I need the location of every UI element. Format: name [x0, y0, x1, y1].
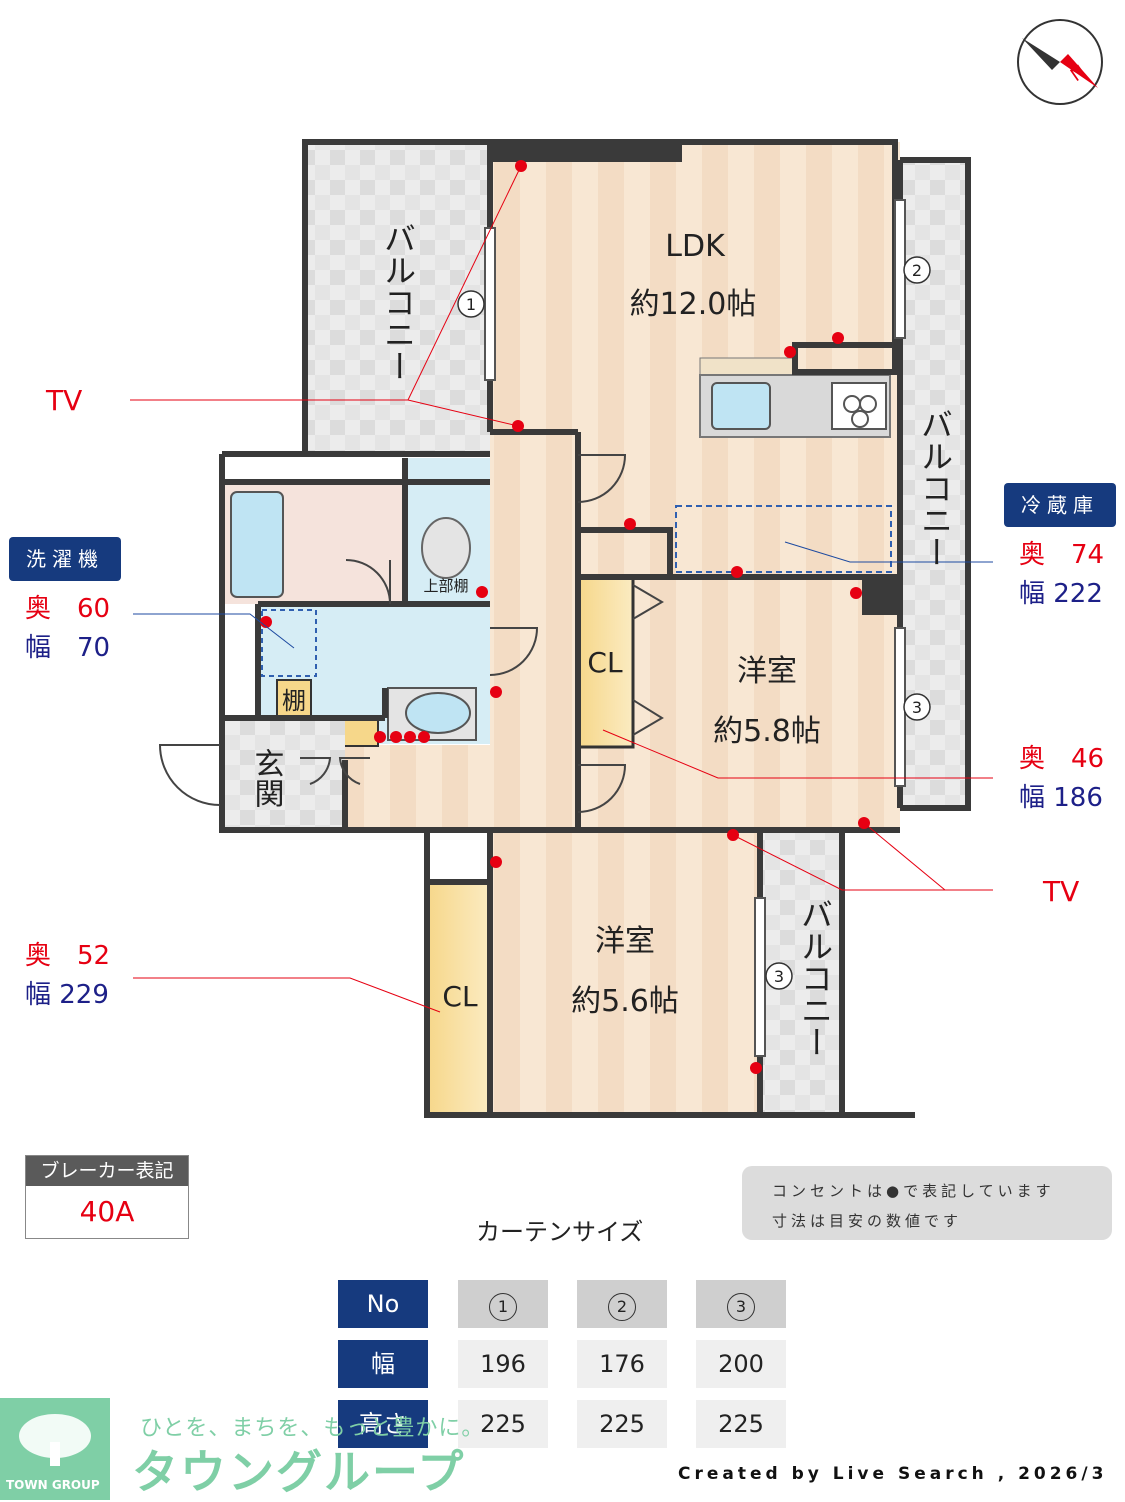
- column-top: [490, 140, 682, 162]
- ldk-size: 約12.0帖: [630, 287, 757, 322]
- sink: [711, 382, 771, 430]
- bathtub: [230, 491, 284, 598]
- curtain-no-2: 2: [577, 1280, 667, 1328]
- note-line1: コンセントは●で表記しています: [772, 1182, 1055, 1200]
- fridge-tag: 冷蔵庫: [1004, 483, 1116, 527]
- curtain-no-1-value: 1: [489, 1293, 517, 1321]
- entrance-hall-floor: [345, 745, 490, 830]
- washer-tag: 洗濯機: [9, 537, 121, 581]
- stove: [831, 382, 887, 430]
- curtain-height-3: 225: [696, 1400, 786, 1448]
- tree-icon: [19, 1414, 91, 1466]
- balcony-bottom-label: バルコニー: [796, 898, 834, 1058]
- curtain-no-3-value: 3: [727, 1293, 755, 1321]
- washbasin: [405, 692, 471, 734]
- balcony-right-label: バルコニー: [916, 408, 954, 568]
- tv-label-left: TV: [46, 384, 83, 417]
- breaker-title: ブレーカー表記: [26, 1156, 188, 1186]
- western2-name: 洋室: [595, 924, 655, 959]
- hallway-floor: [490, 432, 578, 830]
- western1-name: 洋室: [737, 654, 797, 689]
- window-markers: [457, 256, 931, 990]
- balcony-left-label: バルコニー: [379, 222, 417, 382]
- toilet: [421, 517, 471, 579]
- marker-3b: 3: [774, 967, 784, 986]
- washer-depth: 奥 60: [25, 594, 111, 624]
- entrance-floor: [222, 718, 345, 830]
- ldk-name: LDK: [665, 229, 726, 264]
- western2-size: 約5.6帖: [571, 984, 679, 1019]
- marker-2: 2: [912, 261, 922, 280]
- company-logo: TOWN GROUP: [0, 1398, 110, 1500]
- curtain-no-1: 1: [458, 1280, 548, 1328]
- marker-1: 1: [466, 295, 476, 314]
- fridge-width: 幅 222: [1019, 579, 1103, 609]
- credit-line: Created by Live Search , 2026/3: [678, 1464, 1108, 1484]
- western2-floor: [490, 830, 760, 1115]
- western1-size: 約5.8帖: [713, 714, 821, 749]
- marker-3a: 3: [912, 698, 922, 717]
- shelf-label: 棚: [282, 687, 306, 715]
- washer-width: 幅 70: [25, 633, 111, 663]
- curtain-no-2-value: 2: [608, 1293, 636, 1321]
- windows: [484, 199, 906, 1057]
- curtain-height-1: 225: [458, 1400, 548, 1448]
- closet2-width: 幅 229: [25, 980, 109, 1010]
- closet1-depth: 奥 46: [1019, 744, 1105, 774]
- curtain-header-height: 高さ: [338, 1400, 428, 1448]
- curtain-width-3: 200: [696, 1340, 786, 1388]
- closet2-depth: 奥 52: [25, 941, 111, 971]
- fridge-depth: 奥 74: [1019, 540, 1105, 570]
- upper-shelf-label: 上部棚: [423, 577, 468, 595]
- brand-name: タウングループ: [132, 1445, 466, 1499]
- closet2-label: CL: [442, 980, 478, 1013]
- curtain-width-1: 196: [458, 1340, 548, 1388]
- compass: N: [1017, 19, 1103, 105]
- curtain-header-no: No: [338, 1280, 428, 1328]
- washer-space: [261, 609, 317, 677]
- breaker-value: 40A: [79, 1195, 135, 1228]
- entrance-label: 玄関: [249, 748, 284, 808]
- note-line2: 寸法は目安の数値です: [772, 1212, 963, 1230]
- breaker-box: ブレーカー表記 40A: [25, 1155, 189, 1239]
- floor-plan: 1 2 3 3 LDK 約12.0帖 洋室 約5.8帖 洋室 約5.6帖 CL …: [130, 19, 1103, 1118]
- note-box: コンセントは●で表記しています 寸法は目安の数値です: [742, 1166, 1112, 1240]
- tv-label-right: TV: [1043, 875, 1080, 908]
- column-mid: [862, 577, 902, 615]
- curtain-no-3: 3: [696, 1280, 786, 1328]
- curtain-height-2: 225: [577, 1400, 667, 1448]
- leader-lines: [130, 165, 993, 1013]
- curtain-header-width: 幅: [338, 1340, 428, 1388]
- logo-text: TOWN GROUP: [6, 1478, 100, 1492]
- doors: [158, 454, 664, 813]
- slogan: ひとを、まちを、もっと豊かに。: [140, 1416, 485, 1441]
- curtain-width-2: 176: [577, 1340, 667, 1388]
- curtain-title: カーテンサイズ: [476, 1218, 644, 1246]
- closet1-width: 幅 186: [1019, 783, 1103, 813]
- closet1-label: CL: [587, 646, 623, 679]
